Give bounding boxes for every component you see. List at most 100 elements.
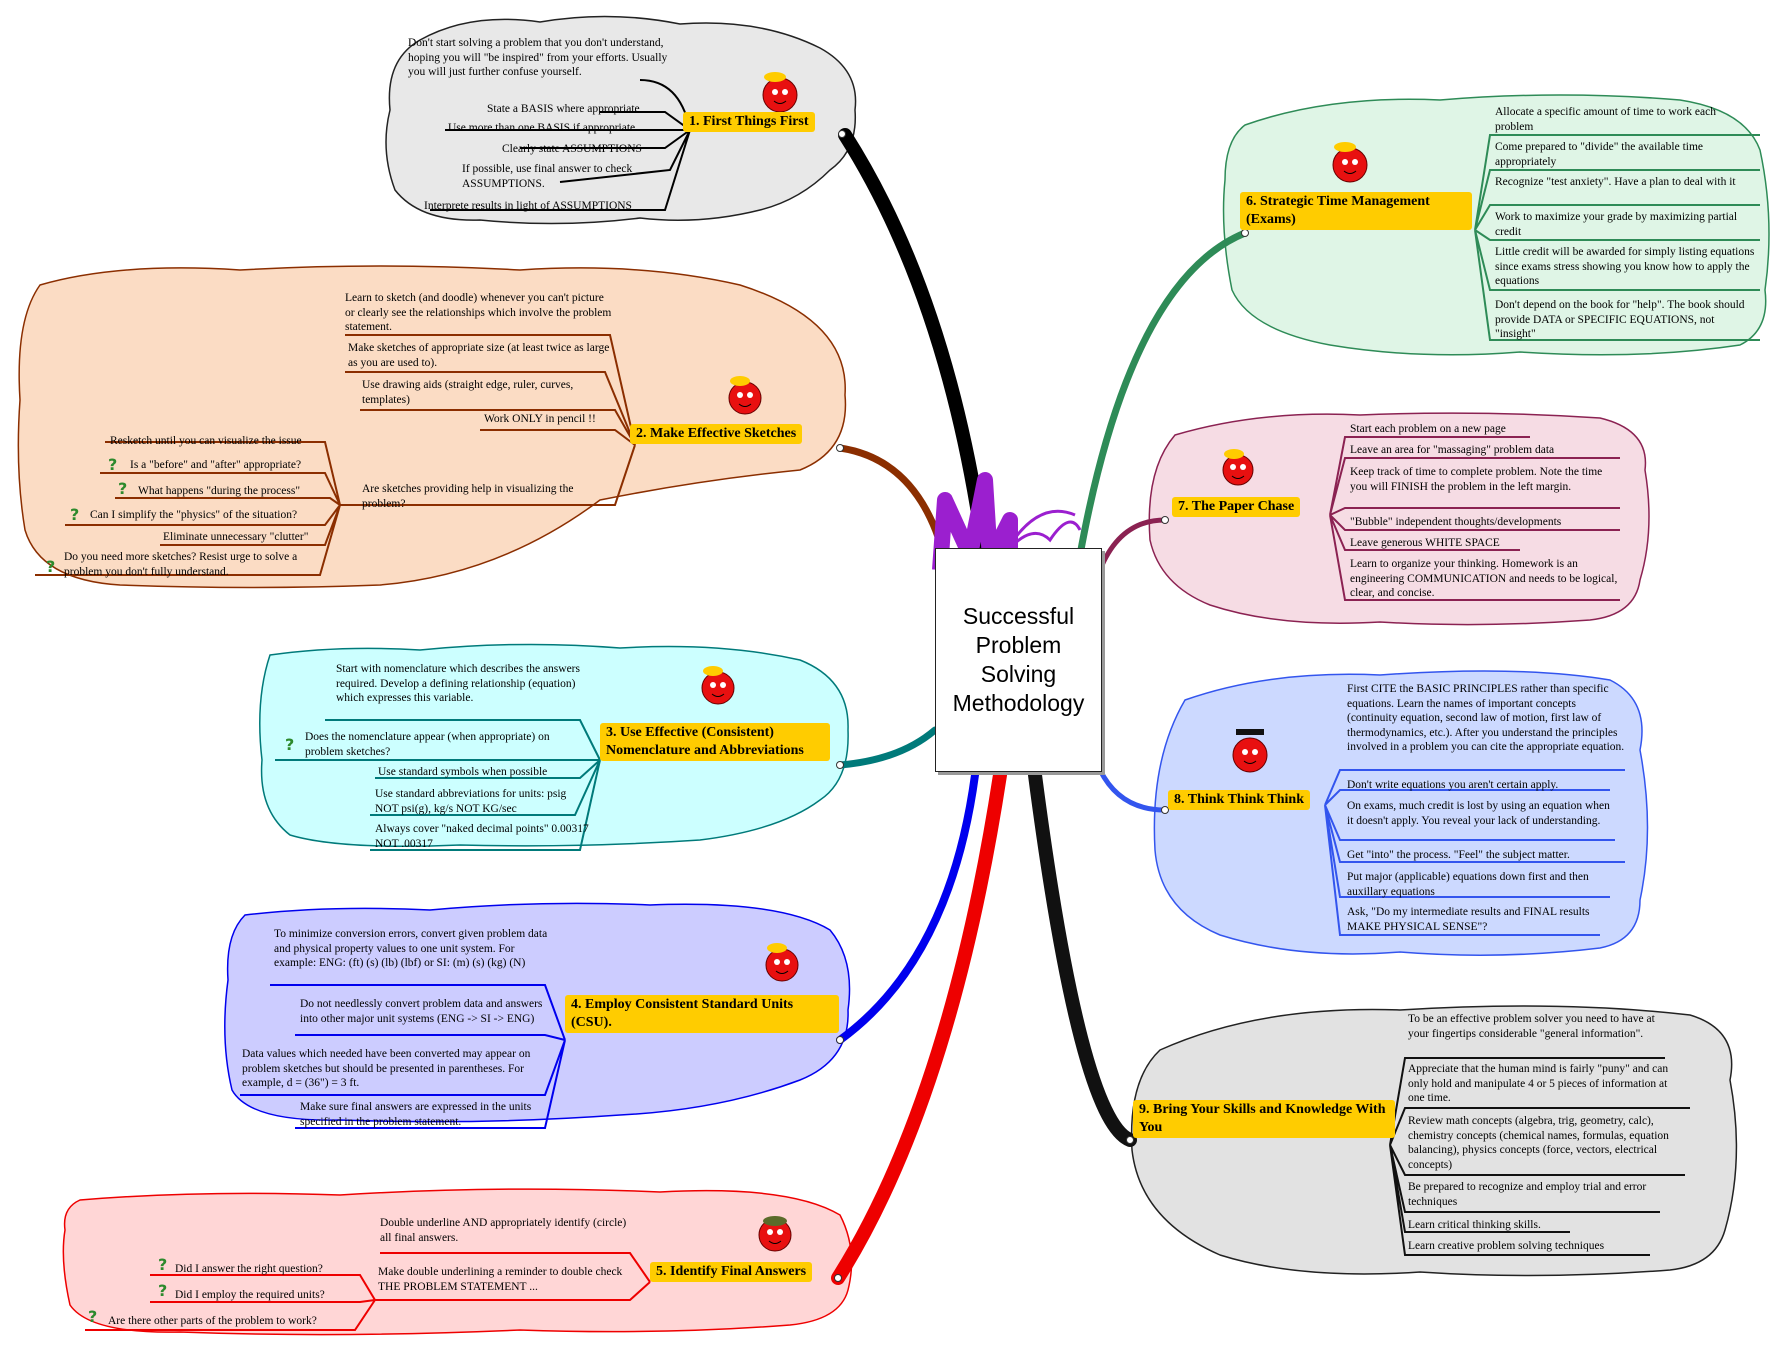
topic-2-item: Learn to sketch (and doodle) whenever yo… xyxy=(345,292,612,333)
topic-2-subitem: Is a "before" and "after" appropriate? xyxy=(130,459,302,471)
topic-1-item: Use more than one BASIS if appropriate xyxy=(448,122,636,134)
topic-2-subitem: Can I simplify the "physics" of the situ… xyxy=(90,509,298,521)
topic-9-item: Learn creative problem solving technique… xyxy=(1408,1240,1605,1252)
topic-1-item: State a BASIS where appropriate xyxy=(487,103,640,115)
topic-7-item: Learn to organize your thinking. Homewor… xyxy=(1350,558,1618,599)
topic-2-subitem: Resketch until you can visualize the iss… xyxy=(110,435,302,447)
topic-6-item: Don't depend on the book for "help". The… xyxy=(1495,299,1745,340)
topic-3-item: Always cover "naked decimal points" 0.00… xyxy=(375,823,589,850)
svg-text:?: ? xyxy=(285,735,294,754)
topic-7-item: "Bubble" independent thoughts/developmen… xyxy=(1350,516,1562,528)
topic-2-item: Work ONLY in pencil !! xyxy=(484,413,596,425)
apple-mascot-icon xyxy=(701,666,735,705)
svg-text:?: ? xyxy=(158,1281,167,1300)
topic-5-label[interactable]: 5. Identify Final Answers xyxy=(650,1262,813,1282)
branch-7 xyxy=(1097,517,1168,573)
branch-2 xyxy=(836,444,949,564)
topic-8-item: Ask, "Do my intermediate results and FIN… xyxy=(1347,906,1590,933)
branch-4 xyxy=(836,771,979,1044)
bubble-3 xyxy=(259,643,849,847)
topic-1-item: If possible, use final answer to check A… xyxy=(462,163,633,190)
topic-9-item: Appreciate that the human mind is fairly… xyxy=(1408,1063,1669,1104)
bubble-4 xyxy=(224,902,851,1123)
topic-9-item: Review math concepts (algebra, trig, geo… xyxy=(1408,1115,1669,1171)
central-topic[interactable]: Successful Problem Solving Methodology xyxy=(935,548,1102,772)
svg-text:?: ? xyxy=(108,455,117,474)
branch-9 xyxy=(1028,768,1137,1147)
topic-8-item: On exams, much credit is lost by using a… xyxy=(1347,800,1610,827)
topic-8-item: Don't write equations you aren't certain… xyxy=(1347,779,1559,791)
bubble-1 xyxy=(385,15,857,225)
topic-5-subitem: Are there other parts of the problem to … xyxy=(108,1315,317,1327)
topic-3-label[interactable]: 3. Use Effective (Consistent) Nomenclatu… xyxy=(600,723,830,761)
svg-text:?: ? xyxy=(70,505,79,524)
topic-1-item: Interprete results in light of ASSUMPTIO… xyxy=(424,200,632,212)
logo-scribble xyxy=(932,472,1082,571)
topic-1-label[interactable]: 1. First Things First xyxy=(683,112,815,132)
topic-3-item: Does the nomenclature appear (when appro… xyxy=(305,731,550,758)
topic-4-item: Make sure final answers are expressed in… xyxy=(300,1101,532,1128)
topic-4-item: Do not needlessly convert problem data a… xyxy=(300,998,543,1025)
topic-2-subitem: What happens "during the process" xyxy=(138,485,301,497)
apple-mascot-icon xyxy=(1332,142,1368,183)
topic-8-label[interactable]: 8. Think Think Think xyxy=(1168,790,1310,810)
svg-text:?: ? xyxy=(158,1255,167,1274)
question-icon: ???? ? ??? xyxy=(46,455,294,1326)
topic-9-label[interactable]: 9. Bring Your Skills and Knowledge With … xyxy=(1133,1100,1395,1138)
apple-mascot-icon xyxy=(728,376,762,415)
topic-2-item: Use drawing aids (straight edge, ruler, … xyxy=(362,379,574,406)
topic-7-item: Leave an area for "massaging" problem da… xyxy=(1350,444,1555,456)
topic-2-item: Are sketches providing help in visualizi… xyxy=(362,483,574,510)
topic-8-item: First CITE the BASIC PRINCIPLES rather t… xyxy=(1347,683,1625,753)
topic-9-item: Be prepared to recognize and employ tria… xyxy=(1408,1181,1647,1208)
topic-9-item: Learn critical thinking skills. xyxy=(1408,1219,1541,1231)
topic-7-label[interactable]: 7. The Paper Chase xyxy=(1172,497,1301,517)
apple-mascot-icon xyxy=(758,1216,792,1252)
topic-6-item: Recognize "test anxiety". Have a plan to… xyxy=(1495,176,1736,188)
topic-8-item: Get "into" the process. "Feel" the subje… xyxy=(1347,849,1570,861)
bubble-7 xyxy=(1148,412,1650,626)
topic-3-item: Use standard abbreviations for units: ps… xyxy=(375,788,567,815)
topic-8-item: Put major (applicable) equations down fi… xyxy=(1347,871,1589,898)
branch-8 xyxy=(1097,767,1168,813)
topic-2-item: Make sketches of appropriate size (at le… xyxy=(348,342,610,369)
topic-7-item: Keep track of time to complete problem. … xyxy=(1350,466,1603,493)
topic-2-subitem: Eliminate unnecessary "clutter" xyxy=(163,531,309,543)
topic-6-label[interactable]: 6. Strategic Time Management (Exams) xyxy=(1240,192,1472,230)
apple-mascot-icon xyxy=(765,943,799,982)
topic-7-item: Start each problem on a new page xyxy=(1350,423,1506,435)
branch-5 xyxy=(831,768,1007,1285)
apple-mascot-icon xyxy=(1222,449,1254,486)
topic-3-item: Start with nomenclature which describes … xyxy=(336,663,580,704)
bubble-2 xyxy=(17,265,847,589)
apple-mascot-icon xyxy=(1232,729,1268,773)
bubble-5 xyxy=(62,1188,853,1336)
branch-3 xyxy=(836,726,939,769)
topic-6-item: Come prepared to "divide" the available … xyxy=(1495,141,1704,168)
topic-6-item: Allocate a specific amount of time to wo… xyxy=(1495,106,1716,133)
topic-6-item: Little credit will be awarded for simply… xyxy=(1495,246,1755,287)
topic-7-item: Leave generous WHITE SPACE xyxy=(1350,537,1500,549)
topic-5-subitem: Did I employ the required units? xyxy=(175,1289,325,1301)
svg-text:?: ? xyxy=(118,479,127,498)
topic-5-item: Make double underlining a reminder to do… xyxy=(378,1266,623,1293)
topic-2-label[interactable]: 2. Make Effective Sketches xyxy=(630,424,803,444)
topic-4-item: Data values which needed have been conve… xyxy=(242,1048,531,1089)
topic-5-item: Double underline AND appropriately ident… xyxy=(380,1217,627,1244)
svg-text:?: ? xyxy=(46,557,55,576)
bubble-8 xyxy=(1153,670,1649,956)
topic-6-item: Work to maximize your grade by maximizin… xyxy=(1495,211,1738,238)
svg-text:?: ? xyxy=(88,1307,97,1326)
topic-3-item: Use standard symbols when possible xyxy=(378,766,548,778)
topic-4-label[interactable]: 4. Employ Consistent Standard Units (CSU… xyxy=(565,995,839,1033)
branch-1 xyxy=(838,128,992,567)
topic-2-subitem: Do you need more sketches? Resist urge t… xyxy=(64,551,298,578)
topic-9-item: To be an effective problem solver you ne… xyxy=(1408,1013,1655,1040)
bubble-9 xyxy=(1130,1005,1738,1277)
topic-1-item: Clearly state ASSUMPTIONS xyxy=(502,143,642,155)
topic-5-subitem: Did I answer the right question? xyxy=(175,1263,323,1275)
branch-6 xyxy=(1076,229,1249,559)
topic-1-item: Don't start solving a problem that you d… xyxy=(408,37,668,78)
